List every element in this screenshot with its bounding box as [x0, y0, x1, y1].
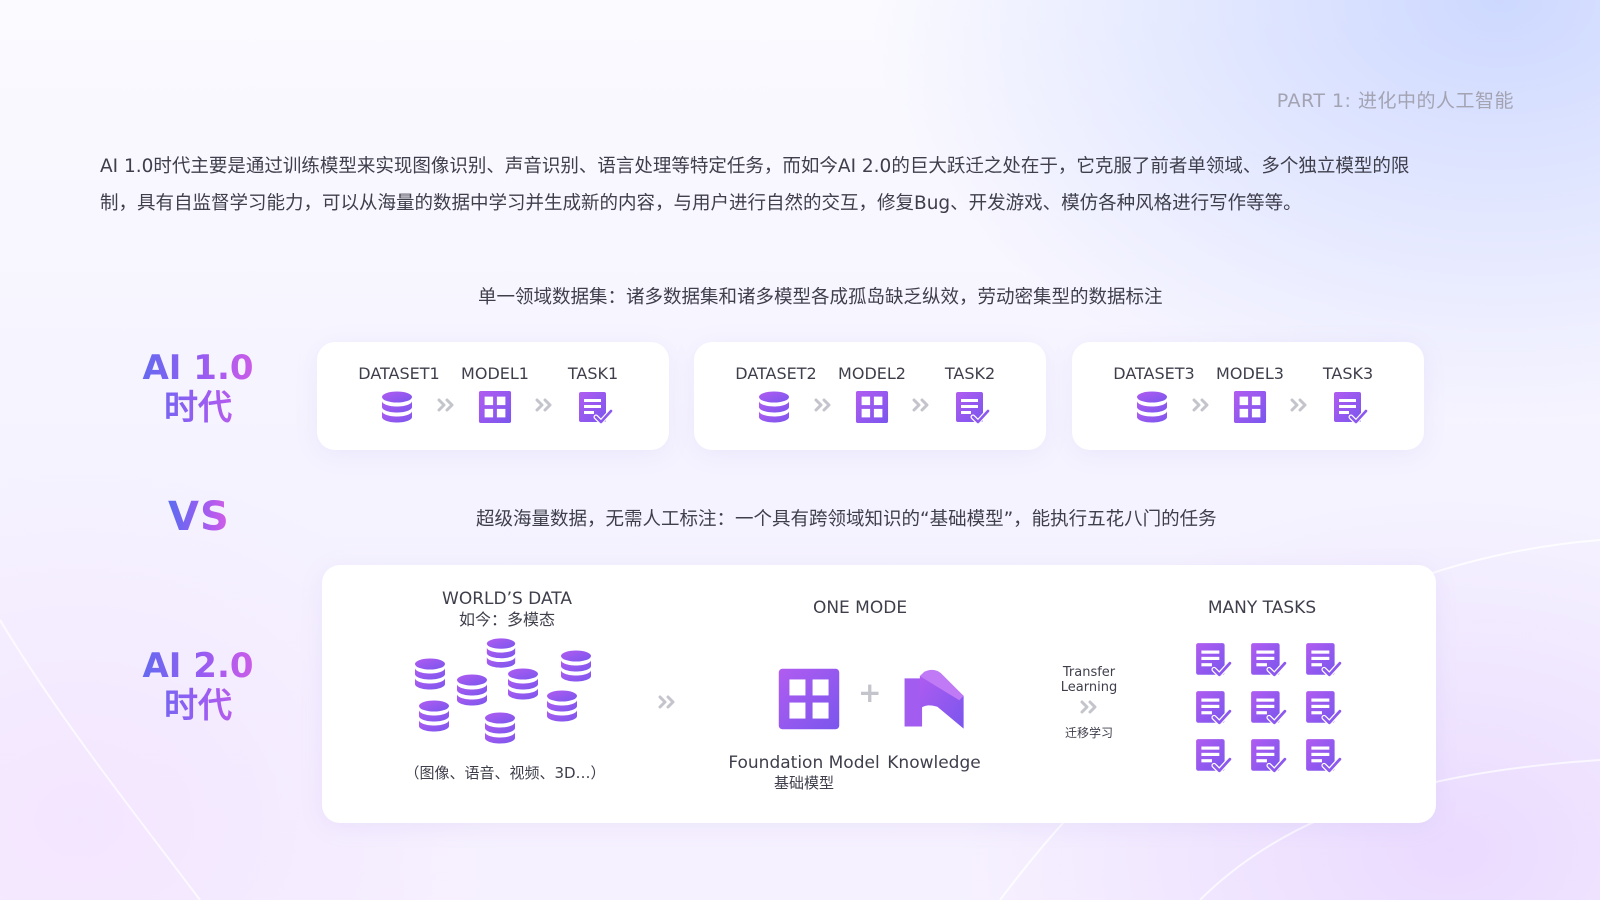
task-document-icon: [954, 390, 990, 426]
task-document-icon: [577, 390, 613, 426]
ai2-flow-card: WORLD’S DATA 如今：多模态 （图像、语音、视频、3D…） ONE M…: [322, 565, 1436, 823]
task-grid: [1194, 641, 1344, 786]
pipeline-card-3: DATASET3 MODEL3 TASK3: [1072, 342, 1424, 450]
database-icon: [454, 673, 490, 709]
task-label: TASK2: [944, 364, 996, 383]
intro-line-1: AI 1.0时代主要是通过训练模型来实现图像识别、声音识别、语言处理等特定任务，…: [100, 156, 1410, 177]
intro-paragraph: AI 1.0时代主要是通过训练模型来实现图像识别、声音识别、语言处理等特定任务，…: [100, 148, 1510, 222]
one-model-title: ONE MODE: [812, 598, 908, 618]
pipeline-card-2: DATASET2 MODEL2 TASK2: [694, 342, 1046, 450]
intro-line-2: 制，具有自监督学习能力，可以从海量的数据中学习并生成新的内容，与用户进行自然的交…: [100, 193, 1302, 214]
vs-label: VS: [168, 494, 230, 540]
model-grid-icon: [478, 390, 512, 424]
task-document-icon: [1249, 641, 1287, 679]
double-chevron-icon: [437, 398, 457, 412]
ai2-era-label-line2: 时代: [164, 686, 232, 726]
database-icon: [544, 689, 580, 725]
task-document-icon: [1194, 737, 1232, 775]
database-icon: [558, 649, 594, 685]
transfer-learning-label-zh: 迁移学习: [1064, 726, 1114, 740]
task-document-icon: [1249, 689, 1287, 727]
dataset-label: DATASET2: [735, 364, 817, 383]
ai1-caption: 单一领域数据集：诸多数据集和诸多模型各成孤岛缺乏纵效，劳动密集型的数据标注: [478, 287, 1163, 308]
model-grid-icon: [1233, 390, 1267, 424]
many-tasks-title: MANY TASKS: [1207, 598, 1317, 618]
task-document-icon: [1194, 641, 1232, 679]
database-cluster: [410, 637, 600, 757]
database-icon: [379, 390, 415, 426]
knowledge-label: Knowledge: [887, 753, 981, 773]
pipeline-card-1: DATASET1 MODEL1 TASK1: [317, 342, 669, 450]
model-grid-icon: [855, 390, 889, 424]
double-chevron-icon: [814, 398, 834, 412]
double-chevron-icon: [912, 398, 932, 412]
double-chevron-icon: [1192, 398, 1212, 412]
worlds-data-title: WORLD’S DATA: [442, 589, 572, 609]
ai1-era-label: AI 1.0 时代: [130, 348, 266, 428]
model-label: MODEL2: [838, 364, 906, 383]
foundation-model-grid-icon: [777, 667, 841, 731]
double-chevron-icon: [535, 398, 555, 412]
dataset-label: DATASET3: [1113, 364, 1195, 383]
foundation-model-label-en: Foundation Model: [728, 753, 880, 773]
task-document-icon: [1332, 390, 1368, 426]
database-icon: [1134, 390, 1170, 426]
worlds-data-subtitle: 如今：多模态: [458, 610, 556, 629]
books-icon: [898, 663, 968, 733]
ai1-era-label-line1: AI 1.0: [142, 348, 254, 388]
ai2-caption: 超级海量数据，无需人工标注：一个具有跨领域知识的“基础模型”，能执行五花八门的任…: [476, 509, 1217, 530]
task-label: TASK1: [567, 364, 619, 383]
double-chevron-icon: [1080, 700, 1100, 714]
ai2-era-label-line1: AI 2.0: [142, 646, 254, 686]
database-icon: [484, 637, 518, 671]
transfer-learning-label-line1: Transfer: [1062, 665, 1116, 680]
worlds-data-note: （图像、语音、视频、3D…）: [404, 764, 606, 782]
database-icon: [412, 657, 448, 693]
model-label: MODEL3: [1216, 364, 1284, 383]
database-icon: [756, 390, 792, 426]
task-label: TASK3: [1322, 364, 1374, 383]
task-document-icon: [1304, 737, 1342, 775]
task-document-icon: [1194, 689, 1232, 727]
dataset-label: DATASET1: [358, 364, 440, 383]
model-label: MODEL1: [461, 364, 529, 383]
plus-icon: +: [858, 676, 882, 709]
ai2-era-label: AI 2.0 时代: [130, 646, 266, 726]
double-chevron-icon: [1290, 398, 1310, 412]
double-chevron-icon: [658, 695, 678, 709]
task-document-icon: [1249, 737, 1287, 775]
section-label: PART 1: 进化中的人工智能: [1276, 90, 1514, 112]
task-document-icon: [1304, 641, 1342, 679]
database-icon: [505, 667, 541, 703]
foundation-model-label-zh: 基础模型: [773, 774, 835, 792]
transfer-learning-label-line2: Learning: [1060, 680, 1118, 695]
database-icon: [416, 699, 452, 735]
ai1-era-label-line2: 时代: [164, 388, 232, 428]
task-document-icon: [1304, 689, 1342, 727]
database-icon: [482, 711, 518, 747]
